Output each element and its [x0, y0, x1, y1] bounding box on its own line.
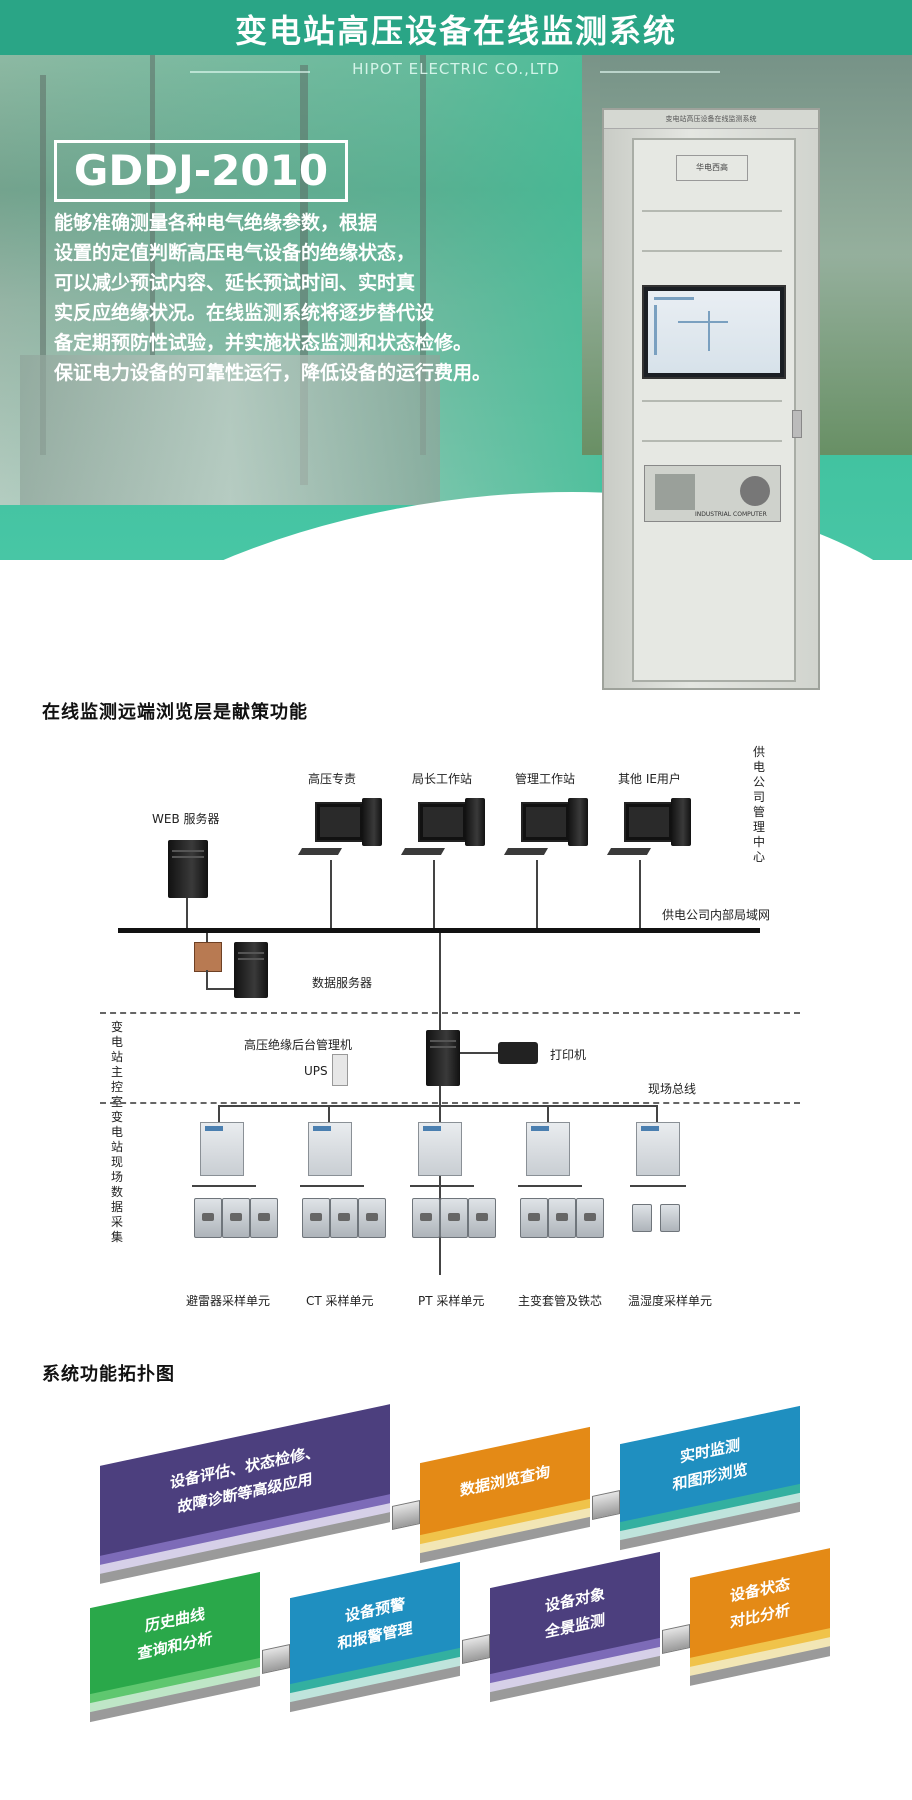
sampling-unit-icon [222, 1198, 250, 1238]
sampling-unit-icon [576, 1198, 604, 1238]
industrial-computer: INDUSTRIAL COMPUTER [644, 465, 781, 522]
center-label: 供电公司管理中心 [752, 745, 765, 864]
monitoring-cabinet: 变电站高压设备在线监测系统 华电西高 INDUSTRIAL COMPUTER [602, 108, 820, 690]
section-title-topology: 系统功能拓扑图 [42, 1364, 175, 1385]
station-label: 局长工作站 [412, 772, 473, 786]
sampling-unit-icon [330, 1198, 358, 1238]
workstation-icon [521, 802, 571, 842]
ups-icon [332, 1054, 348, 1086]
description-line: 可以减少预试内容、延长预试时间、实时真 [54, 272, 416, 294]
sampling-unit-icon [250, 1198, 278, 1238]
data-server-icon [234, 942, 268, 998]
unit-label: 避雷器采样单元 [186, 1294, 271, 1308]
function-tile-alarm: 设备预警和报警管理 [290, 1561, 460, 1713]
collector-icon [526, 1122, 570, 1176]
connector-icon [392, 1500, 420, 1530]
unit-label: 主变套管及铁芯 [518, 1294, 603, 1308]
function-tile-browse: 数据浏览查询 [420, 1426, 590, 1564]
zone-divider [100, 1102, 800, 1104]
function-tile-compare: 设备状态对比分析 [690, 1548, 830, 1686]
product-description: 能够准确测量各种电气绝缘参数，根据 设置的定值判断高压电气设备的绝缘状态， 可以… [54, 208, 574, 388]
page-title: 变电站高压设备在线监测系统 [234, 12, 677, 50]
workstation-icon [418, 802, 468, 842]
cabinet-door [632, 138, 796, 682]
network-diagram: WEB 服务器 高压专责 局长工作站 管理工作站 其他 IE用户 供电公司管理中… [100, 730, 812, 1330]
function-tile-advanced: 设备评估、状态检修、故障诊断等高级应用 [100, 1404, 390, 1584]
cabinet-plate: 变电站高压设备在线监测系统 [604, 110, 818, 129]
subtitle-line-right [600, 71, 720, 73]
collector-icon [418, 1122, 462, 1176]
station-label: 其他 IE用户 [618, 772, 681, 786]
monitor-screen [648, 291, 780, 373]
sensor-icon [632, 1204, 652, 1232]
sampling-unit-icon [358, 1198, 386, 1238]
device-label: INDUSTRIAL COMPUTER [695, 511, 767, 518]
zone-divider [100, 1012, 800, 1014]
function-tile-history: 历史曲线查询和分析 [90, 1571, 260, 1723]
model-number: GDDJ-2010 [54, 140, 348, 202]
network-switch-icon [194, 942, 222, 972]
cabinet-badge: 华电西高 [676, 155, 748, 181]
company-subtitle: HIPOT ELECTRIC CO.,LTD [352, 60, 560, 78]
sampling-unit-icon [548, 1198, 576, 1238]
lan-label: 供电公司内部局域网 [662, 908, 771, 922]
sampling-unit-icon [194, 1198, 222, 1238]
unit-label: PT 采样单元 [418, 1294, 485, 1308]
title-bar [0, 0, 912, 55]
sampling-unit-icon [520, 1198, 548, 1238]
sampling-unit-icon [302, 1198, 330, 1238]
section-title-network: 在线监测远端浏览层是献策功能 [42, 702, 308, 723]
cabinet-monitor [642, 285, 786, 379]
sampling-unit-icon [468, 1198, 496, 1238]
sampling-unit-icon [412, 1198, 440, 1238]
ups-label: UPS [304, 1064, 328, 1078]
function-tile-panorama: 设备对象全景监测 [490, 1551, 660, 1703]
connector-icon [592, 1490, 620, 1520]
description-line: 实反应绝缘状况。在线监测系统将逐步替代设 [54, 302, 435, 324]
lan-backbone [118, 928, 760, 933]
hero-banner: 变电站高压设备在线监测系统 HIPOT ELECTRIC CO.,LTD GDD… [0, 0, 912, 690]
field-bus-label: 现场总线 [648, 1082, 697, 1096]
description-line: 能够准确测量各种电气绝缘参数，根据 [54, 212, 378, 234]
unit-label: 温湿度采样单元 [628, 1294, 713, 1308]
control-room-label: 变电站主控室 [110, 1020, 123, 1109]
cabinet-handle [792, 410, 802, 438]
description-line: 备定期预防性试验，并实施状态监测和状态检修。 [54, 332, 473, 354]
collector-icon [200, 1122, 244, 1176]
description-line: 保证电力设备的可靠性运行，降低设备的运行费用。 [54, 362, 492, 384]
sampling-unit-icon [440, 1198, 468, 1238]
station-label: 管理工作站 [515, 772, 576, 786]
connector-icon [462, 1634, 490, 1664]
workstation-icon [315, 802, 365, 842]
function-tile-realtime: 实时监测和图形浏览 [620, 1405, 800, 1551]
web-server-label: WEB 服务器 [152, 812, 220, 826]
substation-photo [0, 55, 600, 505]
printer-label: 打印机 [550, 1048, 587, 1062]
function-topology: 设备评估、状态检修、故障诊断等高级应用 数据浏览查询 实时监测和图形浏览 历史曲… [80, 1404, 840, 1725]
mgmt-pc-icon [426, 1030, 460, 1086]
connector-icon [662, 1624, 690, 1654]
connector-icon [262, 1644, 290, 1674]
fan-icon [740, 476, 770, 506]
subtitle-line-left [190, 71, 310, 73]
data-server-label: 数据服务器 [312, 976, 373, 990]
collector-icon [308, 1122, 352, 1176]
web-server-icon [168, 840, 208, 898]
workstation-icon [624, 802, 674, 842]
printer-icon [498, 1042, 538, 1064]
sensor-icon [660, 1204, 680, 1232]
description-line: 设置的定值判断高压电气设备的绝缘状态， [54, 242, 416, 264]
collector-icon [636, 1122, 680, 1176]
field-label: 变电站现场数据采集 [110, 1110, 123, 1244]
station-label: 高压专责 [308, 772, 357, 786]
mgmt-pc-label: 高压绝缘后台管理机 [244, 1038, 353, 1052]
unit-label: CT 采样单元 [306, 1294, 374, 1308]
